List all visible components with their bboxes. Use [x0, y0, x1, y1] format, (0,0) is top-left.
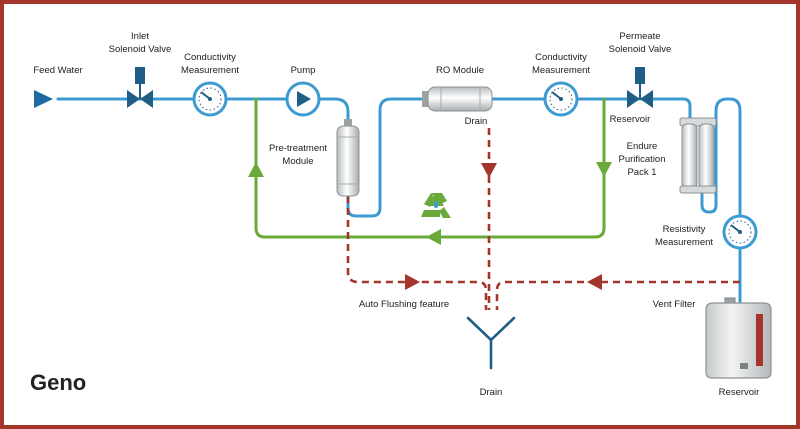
recycle-icon [421, 193, 451, 218]
conductivity-2-label-line-1: Conductivity [535, 52, 587, 63]
recycle-arrow-up [248, 162, 264, 177]
water-pipes [56, 97, 742, 310]
drain-bottom-label: Drain [480, 387, 503, 398]
ro-module-label: RO Module [436, 65, 484, 76]
endure-pack-label-line-3: Pack 1 [627, 167, 656, 178]
permeate-valve-icon [627, 67, 653, 108]
conductivity-1-label-line-2: Measurement [181, 65, 239, 76]
ro-to-permeate-pipe [490, 97, 692, 124]
pretreatment-label-line-2: Module [282, 156, 313, 167]
permeate-valve-label-line-1: Permeate [619, 31, 660, 42]
pretreatment-label-line-1: Pre-treatment [269, 143, 327, 154]
pump-label: Pump [291, 65, 316, 76]
pack-connector-pipe [700, 97, 742, 310]
reservoir-drain-line [495, 280, 740, 310]
inlet-valve-icon [127, 67, 153, 108]
endure-pack-label-line-1: Endure [627, 141, 658, 152]
flush-arrow-right [405, 274, 420, 290]
recycle-arrow-down [596, 162, 612, 177]
pretreatment-drain-line [346, 196, 488, 310]
drain-top-label: Drain [465, 116, 488, 127]
endure-pack-icon [679, 117, 717, 194]
pump-icon [285, 81, 321, 117]
resistivity-label-line-1: Resistivity [663, 224, 706, 235]
reservoir-bottom-label: Reservoir [719, 387, 760, 398]
pretreatment-cartridge-icon [336, 119, 360, 197]
ro-module-icon [422, 86, 493, 112]
drain-funnel [466, 316, 516, 370]
endure-pack-label-line-2: Purification [619, 154, 666, 165]
inlet-valve-label-line-1: Inlet [131, 31, 149, 42]
feed-water-label: Feed Water [33, 65, 82, 76]
inlet-valve-label-line-2: Solenoid Valve [109, 44, 172, 55]
conductivity-gauge-2-icon [543, 81, 579, 117]
reservoir-top-label: Reservoir [610, 114, 651, 125]
conductivity-gauge-1-icon [192, 81, 228, 117]
permeate-valve-label-line-2: Solenoid Valve [609, 44, 672, 55]
reservoir-tank-icon [705, 297, 772, 379]
recycle-arrow-left [426, 229, 441, 245]
pump-to-pretreatment-pipe [303, 97, 350, 127]
resistivity-gauge-icon [722, 214, 758, 250]
vent-filter-label: Vent Filter [653, 299, 696, 310]
resistivity-label-line-2: Measurement [655, 237, 713, 248]
auto-flushing-label: Auto Flushing feature [359, 299, 449, 310]
conductivity-2-label-line-2: Measurement [532, 65, 590, 76]
diagram-title: Geno [30, 370, 86, 395]
pretreatment-to-ro-pipe [346, 97, 430, 218]
drain-lines [346, 128, 740, 310]
feed-water-arrow-icon [34, 90, 53, 108]
drain-arrow-down [481, 163, 497, 178]
conductivity-1-label-line-1: Conductivity [184, 52, 236, 63]
reservoir-drain-arrow-left [587, 274, 602, 290]
